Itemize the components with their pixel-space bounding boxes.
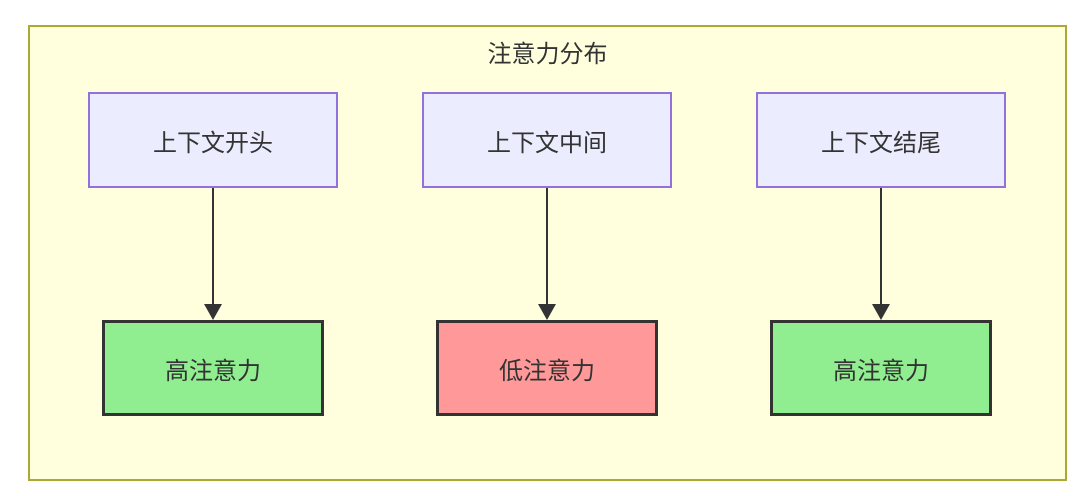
node-context-end: 上下文结尾 — [756, 92, 1006, 188]
node-context-middle-label: 上下文中间 — [487, 129, 607, 157]
arrow-head-icon — [538, 304, 556, 320]
node-context-start: 上下文开头 — [88, 92, 338, 188]
flow-column-context-start: 上下文开头 高注意力 — [88, 92, 338, 416]
node-context-middle: 上下文中间 — [422, 92, 672, 188]
arrow-middle-to-low — [538, 188, 556, 320]
arrow-line — [546, 188, 548, 305]
node-context-start-label: 上下文开头 — [153, 129, 273, 157]
arrow-head-icon — [204, 304, 222, 320]
node-context-end-label: 上下文结尾 — [821, 129, 941, 157]
flow-column-context-end: 上下文结尾 高注意力 — [756, 92, 1006, 416]
arrow-head-icon — [872, 304, 890, 320]
arrow-line — [880, 188, 882, 305]
arrow-line — [212, 188, 214, 305]
arrow-start-to-high — [204, 188, 222, 320]
node-high-attention-right-label: 高注意力 — [833, 357, 929, 385]
node-high-attention-left-label: 高注意力 — [165, 357, 261, 385]
node-high-attention-right: 高注意力 — [770, 320, 992, 416]
flow-column-context-middle: 上下文中间 低注意力 — [422, 92, 672, 416]
node-low-attention: 低注意力 — [436, 320, 658, 416]
attention-distribution-frame: 注意力分布 上下文开头 高注意力 上下文中间 低注意力 — [28, 25, 1067, 481]
diagram-title: 注意力分布 — [487, 41, 608, 68]
arrow-end-to-high — [872, 188, 890, 320]
node-low-attention-label: 低注意力 — [499, 357, 595, 385]
node-high-attention-left: 高注意力 — [102, 320, 324, 416]
